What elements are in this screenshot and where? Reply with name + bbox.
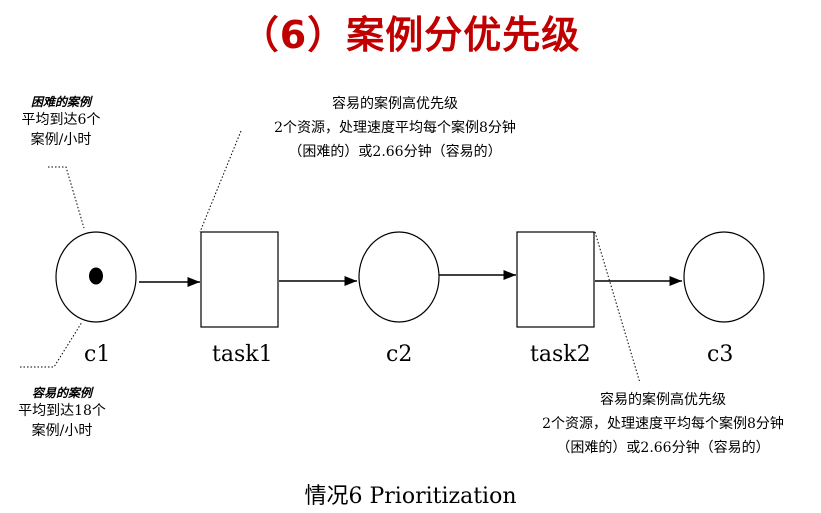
figure-caption: 情况6 Prioritization bbox=[304, 484, 517, 509]
hard-cases-annotation: 困难的案例 平均到达6个 案例/小时 bbox=[6, 94, 116, 150]
leader-easy-cases bbox=[20, 321, 83, 368]
task1-note-priority: 容易的案例高优先级 bbox=[332, 96, 458, 112]
task1-note-times: （困难的）或2.66分钟（容易的） bbox=[288, 144, 502, 160]
task2-note-times: （困难的）或2.66分钟（容易的） bbox=[556, 440, 770, 456]
place-c3 bbox=[683, 231, 765, 323]
token bbox=[89, 267, 103, 285]
hard-cases-unit: 案例/小时 bbox=[30, 132, 92, 148]
leader-hard-cases bbox=[48, 166, 85, 229]
label-c2: c2 bbox=[386, 342, 413, 367]
leader-task2-note bbox=[594, 231, 641, 384]
easy-cases-heading: 容易的案例 bbox=[31, 386, 92, 400]
task2-note: 容易的案例高优先级 2个资源，处理速度平均每个案例8分钟 （困难的）或2.66分… bbox=[498, 388, 821, 460]
label-task1: task1 bbox=[212, 342, 273, 367]
hard-cases-rate: 平均到达6个 bbox=[21, 112, 101, 128]
hard-cases-heading: 困难的案例 bbox=[30, 95, 91, 109]
label-c3: c3 bbox=[707, 342, 734, 367]
slide-title: （6）案例分优先级 bbox=[240, 13, 581, 57]
label-task2: task2 bbox=[530, 342, 591, 367]
easy-cases-unit: 案例/小时 bbox=[31, 423, 93, 439]
task2-note-priority: 容易的案例高优先级 bbox=[600, 392, 726, 408]
transition-task1 bbox=[200, 231, 279, 328]
transition-task2 bbox=[516, 231, 595, 328]
easy-cases-annotation: 容易的案例 平均到达18个 案例/小时 bbox=[4, 385, 120, 441]
leader-task1-note bbox=[199, 130, 242, 233]
task2-note-resources: 2个资源，处理速度平均每个案例8分钟 bbox=[542, 416, 784, 432]
label-c1: c1 bbox=[84, 342, 111, 367]
task1-note: 容易的案例高优先级 2个资源，处理速度平均每个案例8分钟 （困难的）或2.66分… bbox=[230, 92, 560, 164]
place-c2 bbox=[358, 231, 440, 323]
easy-cases-rate: 平均到达18个 bbox=[18, 403, 106, 419]
task1-note-resources: 2个资源，处理速度平均每个案例8分钟 bbox=[274, 120, 516, 136]
